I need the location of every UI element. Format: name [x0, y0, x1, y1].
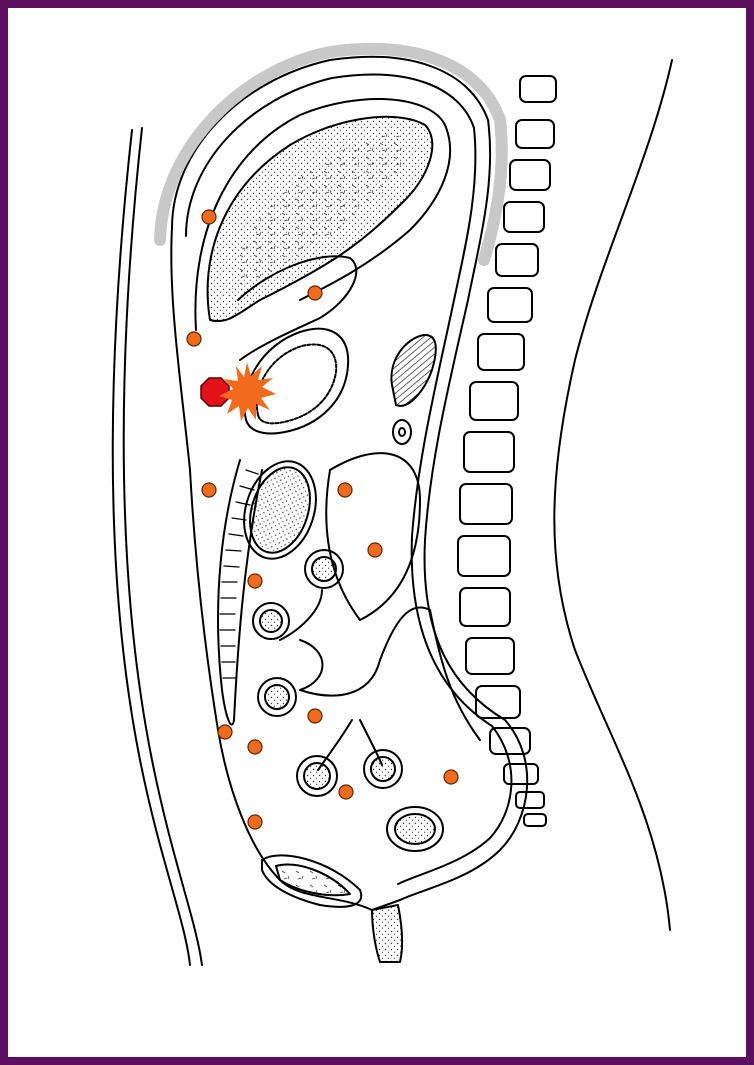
- vessel: [393, 420, 411, 444]
- transverse-colon: [240, 460, 320, 561]
- sigmoid-colon: [387, 807, 443, 851]
- marker-5: [338, 483, 352, 497]
- anterior-wall-inner: [124, 128, 202, 965]
- marker-7: [248, 574, 262, 588]
- marker-4: [202, 483, 216, 497]
- bowel-loop-4: [297, 756, 337, 796]
- stomach-mucosa: [257, 344, 336, 423]
- marker-10: [248, 740, 262, 754]
- mesentery: [326, 453, 420, 620]
- back-contour: [554, 60, 672, 930]
- bowel-loop-5: [364, 750, 402, 788]
- marker-13: [248, 815, 262, 829]
- vessel-lumen: [399, 428, 405, 436]
- lower-mesentery: [300, 607, 480, 740]
- bowel-loop-1: [305, 550, 343, 588]
- marker-3: [187, 332, 201, 346]
- starburst-center: [233, 377, 261, 405]
- marker-8: [308, 709, 322, 723]
- anterior-wall-outer: [113, 130, 190, 965]
- marker-9: [218, 725, 232, 739]
- bowel-loop-3: [258, 678, 296, 716]
- mesentery-stalk-1: [280, 590, 322, 640]
- vertebral-column: [458, 76, 556, 826]
- highlighted-marker: [201, 362, 276, 421]
- mesentery-stalk-2: [318, 720, 352, 770]
- marker-2: [308, 286, 322, 300]
- rectum: [372, 905, 402, 962]
- marker-12: [339, 785, 353, 799]
- marker-11: [444, 770, 458, 784]
- pancreas: [391, 335, 435, 406]
- marker-1: [202, 210, 216, 224]
- bladder-inner: [276, 864, 350, 895]
- marker-6: [368, 543, 382, 557]
- bowel-loop-2: [253, 603, 289, 639]
- red-octagon-marker: [201, 378, 229, 406]
